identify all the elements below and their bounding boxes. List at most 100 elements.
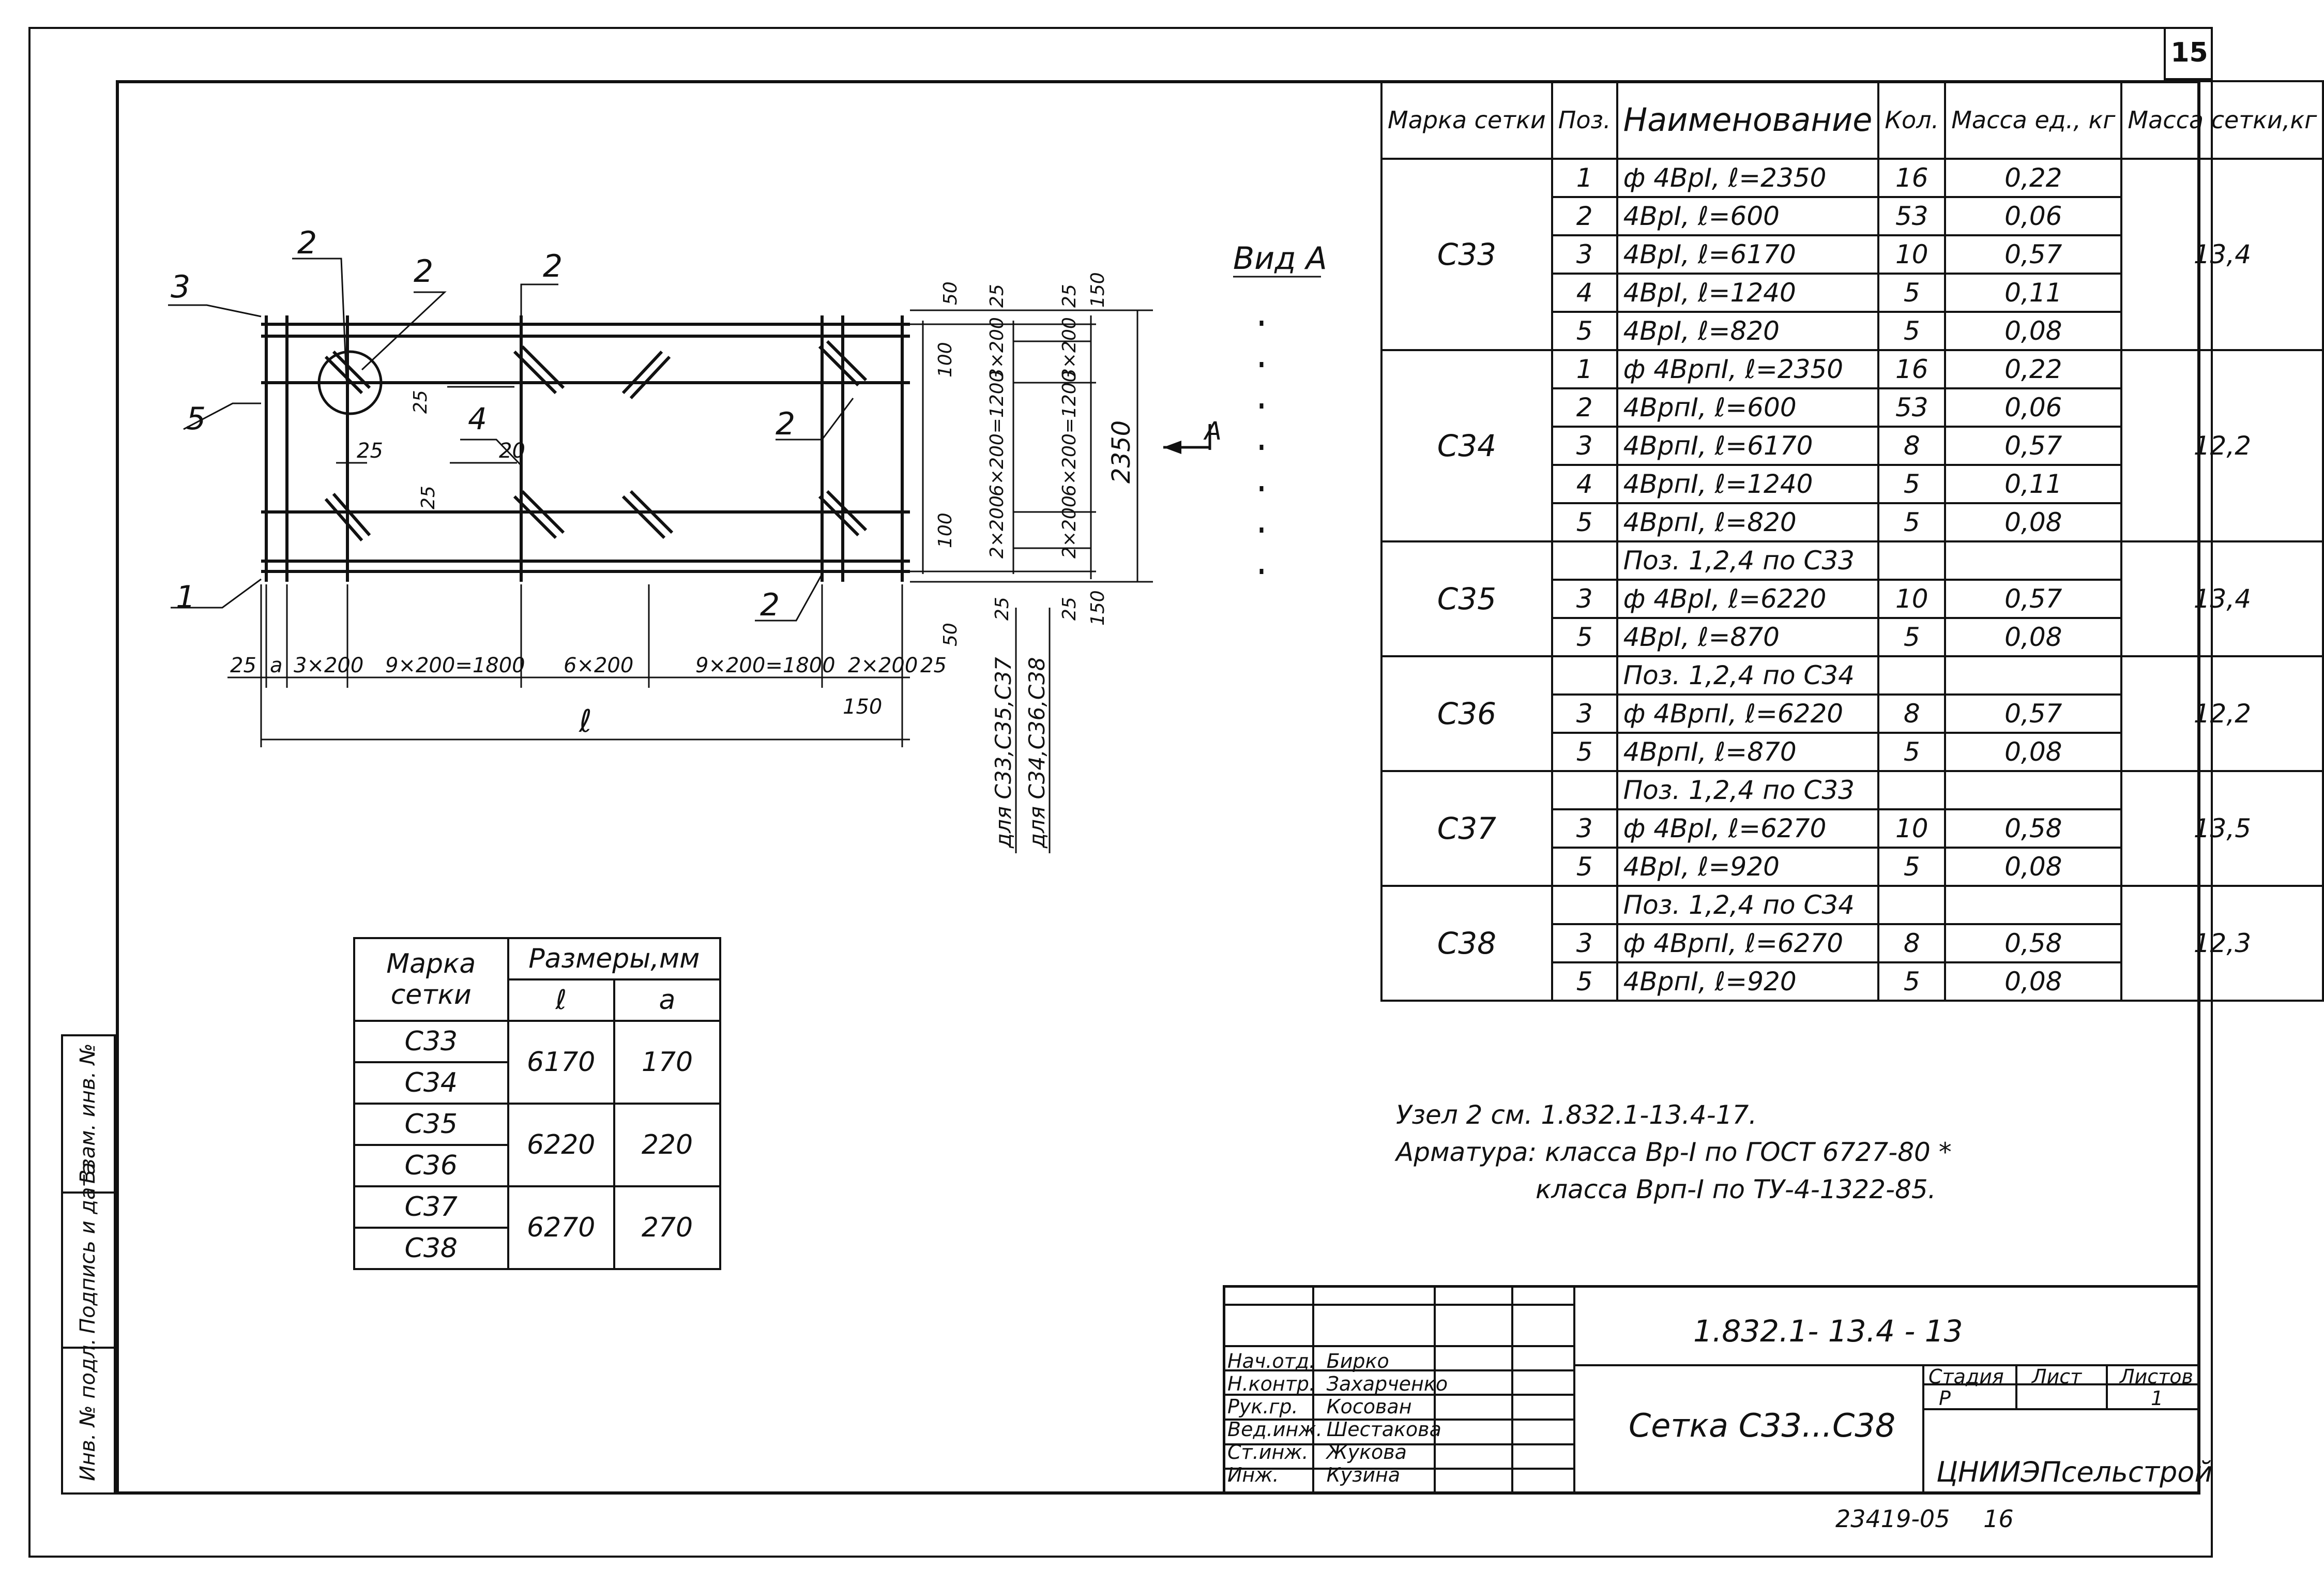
spec-header-unit-mass: Масса ед., кг: [1944, 80, 2123, 160]
spec-unit-mass: [1944, 885, 2123, 925]
role-person: Шестакова: [1326, 1418, 1441, 1441]
spec-pos: 5: [1551, 847, 1618, 887]
dim-c-3x200: 3×200: [1059, 317, 1080, 380]
spec-unit-mass: 0,57: [1944, 579, 2123, 619]
spec-total-mass: 12,2: [2120, 349, 2324, 542]
spec-qty: [1877, 885, 1947, 925]
spec-header-qty: Кол.: [1877, 80, 1947, 160]
dim-100-bottom: 100: [935, 512, 956, 548]
dim-b-25-bottom: 25: [992, 597, 1013, 621]
spec-qty: 8: [1877, 923, 1947, 963]
spec-qty: 5: [1877, 732, 1947, 772]
sizes-header-row-2: ℓ a: [354, 978, 722, 1022]
spec-pos: 1: [1551, 158, 1618, 198]
sizes-header-mark: Марка сетки: [353, 937, 509, 1022]
spec-pos: 3: [1551, 808, 1618, 849]
dim-b-3x200: 3×200: [986, 317, 1008, 380]
spec-pos: 3: [1551, 426, 1618, 466]
role-person: Жукова: [1326, 1441, 1407, 1464]
role-title: Нач.отд.: [1227, 1350, 1316, 1372]
role-person: Кузина: [1326, 1464, 1401, 1486]
sizes-header-l: ℓ: [507, 978, 615, 1022]
dim-b-25-top: 25: [986, 284, 1008, 308]
leader-2a: 2: [297, 225, 317, 261]
sheets-label: Листов: [2120, 1365, 2193, 1388]
role-person: Косован: [1326, 1395, 1412, 1418]
spec-pos: 2: [1551, 387, 1618, 428]
dim-c-2x200: 2×200: [1059, 495, 1080, 559]
role-row: Вед.инж.Шестакова: [1225, 1418, 1450, 1441]
dim-100-top: 100: [935, 342, 956, 378]
spec-name: 4ВрпI, ℓ=1240: [1616, 464, 1880, 504]
spec-mark: С38: [1380, 885, 1553, 1002]
spec-unit-mass: 0,08: [1944, 311, 2123, 351]
dim-chain-1: a: [270, 654, 283, 677]
dim-chain-3: 9×200=1800: [385, 654, 525, 677]
note-reinforcement-2: класса Врп-I по ТУ-4-1322-85.: [1536, 1174, 1936, 1204]
role-title: Рук.гр.: [1227, 1395, 1298, 1418]
role-title: Н.контр.: [1227, 1372, 1316, 1395]
bottom-page-number: 16: [1983, 1505, 2014, 1533]
side-stamp: Инв. № подл. Подпись и дата Взам. инв. №: [61, 1034, 116, 1495]
sizes-row: С36: [353, 1144, 720, 1187]
spec-qty: 16: [1877, 158, 1947, 198]
spec-qty: 5: [1877, 273, 1947, 313]
spec-qty: 8: [1877, 693, 1947, 734]
spec-pos: 5: [1551, 617, 1618, 657]
spec-unit-mass: 0,22: [1944, 158, 2123, 198]
spec-table: Марка сетки Поз. Наименование Кол. Масса…: [1380, 80, 2324, 1002]
sizes-l: 6170: [507, 1020, 615, 1105]
spec-mark: С35: [1380, 540, 1553, 657]
role-row: Н.контр.Захарченко: [1225, 1372, 1450, 1395]
spec-unit-mass: 0,08: [1944, 617, 2123, 657]
dim-chain-0: 25: [230, 654, 256, 677]
section-arrow-label: A: [1203, 417, 1222, 446]
role-row: Рук.гр. Косован: [1225, 1395, 1450, 1418]
spec-qty: 53: [1877, 196, 1947, 236]
spec-mark: С34: [1380, 349, 1553, 542]
spec-qty: 8: [1877, 426, 1947, 466]
spec-unit-mass: 0,08: [1944, 732, 2123, 772]
leader-2c: 2: [543, 248, 563, 284]
spec-header-mark: Марка сетки: [1380, 80, 1553, 160]
sizes-a: 270: [613, 1185, 722, 1270]
sheet-number: 15: [2164, 27, 2213, 80]
sizes-a: 170: [613, 1020, 722, 1105]
spec-unit-mass: 0,57: [1944, 234, 2123, 275]
dim-b-2x200: 2×200: [986, 495, 1008, 559]
spec-unit-mass: 0,08: [1944, 502, 2123, 542]
spec-name: ф 4ВрI, ℓ=6220: [1616, 579, 1880, 619]
spec-pos: [1551, 770, 1618, 810]
dim-b-6x200: 6×200=1200: [986, 370, 1008, 496]
spec-pos: 5: [1551, 311, 1618, 351]
spec-pos: 5: [1551, 961, 1618, 1002]
spec-qty: 5: [1877, 961, 1947, 1002]
dim-25-c: 25: [418, 486, 439, 509]
sheet-label: Лист: [2032, 1365, 2082, 1388]
sizes-mark: С36: [353, 1144, 509, 1187]
spec-name: 4ВрI, ℓ=1240: [1616, 273, 1880, 313]
dim-25-a: 25: [357, 439, 383, 463]
spec-unit-mass: 0,08: [1944, 847, 2123, 887]
role-title: Инж.: [1227, 1464, 1279, 1486]
spec-name: Поз. 1,2,4 по С34: [1616, 655, 1880, 696]
spec-unit-mass: 0,58: [1944, 808, 2123, 849]
spec-unit-mass: [1944, 540, 2123, 581]
sizes-header-row-1: Марка сетки Размеры,мм: [353, 937, 722, 1022]
